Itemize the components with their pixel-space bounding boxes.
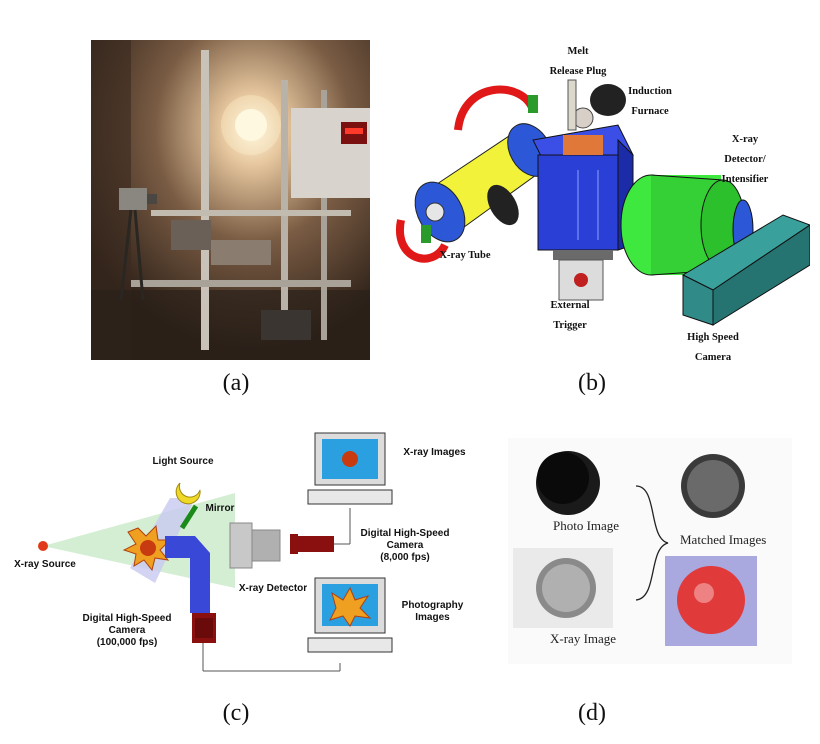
label-xray-detector-c: X-ray Detector bbox=[238, 583, 308, 594]
apparatus-diagram: Melt Release Plug Induction Furnace X-ra… bbox=[383, 40, 812, 365]
comparison-drawing bbox=[508, 438, 792, 664]
caption-c: (c) bbox=[222, 700, 250, 726]
label-high-speed-camera: High Speed Camera bbox=[687, 332, 739, 363]
label-xray-image: X-ray Image bbox=[550, 631, 617, 646]
xray-source-dot bbox=[38, 541, 48, 551]
label-matched-images: Matched Images bbox=[680, 532, 767, 547]
label-external-trigger: External Trigger bbox=[550, 300, 590, 331]
label-melt-release-plug: Melt Release Plug bbox=[549, 46, 607, 77]
schematic-drawing bbox=[38, 432, 393, 672]
image-comparison: Photo Image X-ray Image Matched Images bbox=[508, 438, 792, 664]
label-photo-image: Photo Image bbox=[553, 518, 620, 533]
photo-lab-setup bbox=[91, 40, 370, 360]
label-light-source: Light Source bbox=[152, 456, 214, 467]
label-induction-furnace: Induction Furnace bbox=[628, 86, 672, 117]
label-camera-8000: Digital High-Speed Camera (8,000 fps) bbox=[360, 528, 450, 563]
label-xray-source: X-ray Source bbox=[14, 559, 76, 570]
label-xray-tube: X-ray Tube bbox=[439, 250, 491, 261]
label-mirror: Mirror bbox=[205, 503, 235, 514]
label-xray-images: X-ray Images bbox=[403, 447, 466, 458]
label-camera-100000: Digital High-Speed Camera (100,000 fps) bbox=[82, 613, 172, 648]
label-photography-images: Photography Images bbox=[401, 600, 464, 623]
caption-b: (b) bbox=[578, 370, 606, 396]
caption-d: (d) bbox=[578, 700, 606, 726]
lab-photograph bbox=[91, 40, 370, 360]
apparatus-drawing bbox=[395, 79, 812, 326]
caption-a: (a) bbox=[222, 370, 250, 396]
label-xray-detector: X-ray Detector/ Intensifier bbox=[721, 134, 769, 185]
schematic-diagram: Light Source Mirror X-ray Source X-ray D… bbox=[10, 428, 480, 674]
